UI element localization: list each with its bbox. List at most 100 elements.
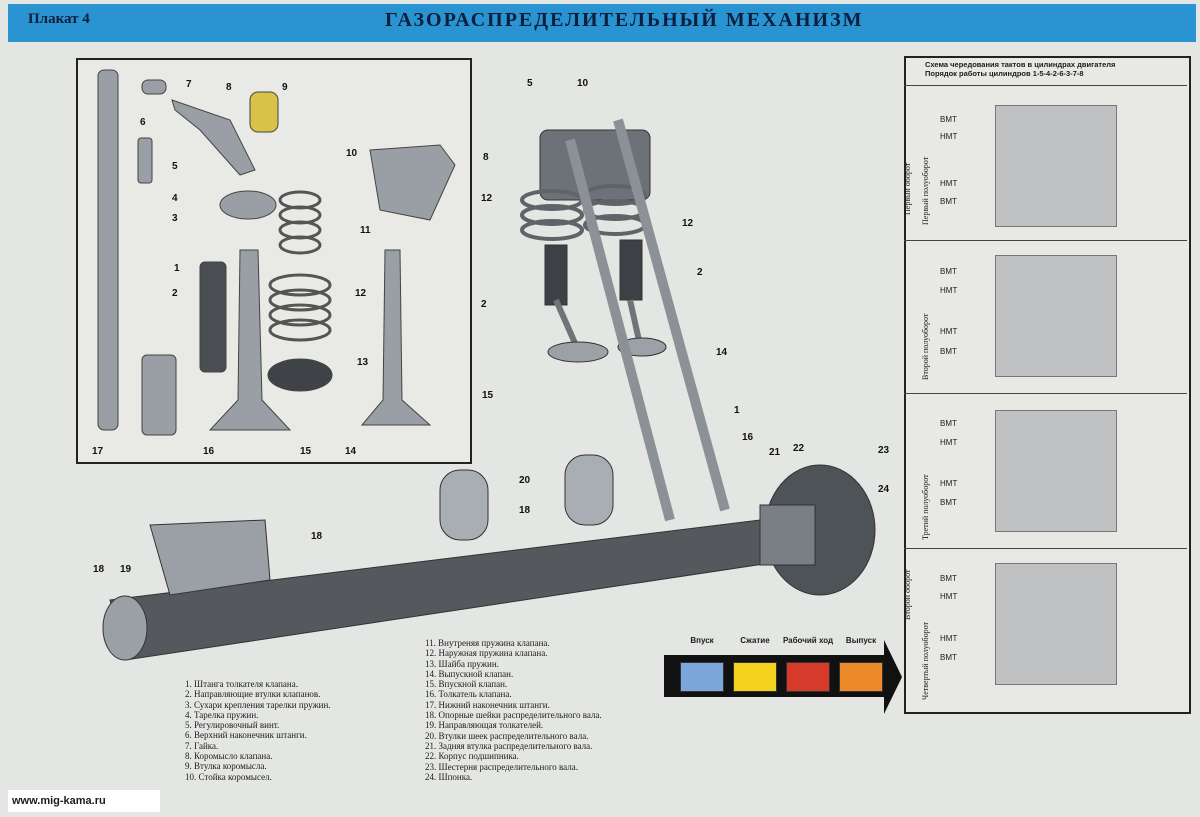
legend-item: 6. Верхний наконечник штанги.	[185, 730, 307, 741]
main-label: 18	[311, 531, 323, 542]
legend-item: 21. Задняя втулка распределительного вал…	[425, 740, 593, 751]
tdc-label: ВМТ	[940, 498, 957, 507]
legend-item: 15. Впускной клапан.	[425, 679, 508, 690]
cylinder-diagram	[995, 410, 1117, 532]
half-revolution-label: Первый полуоборот	[921, 156, 930, 225]
inset-label: 13	[357, 357, 369, 368]
valve-guide-part	[199, 261, 227, 373]
bdc-label: НМТ	[940, 479, 958, 488]
parts-legend-right: 11. Внутреняя пружина клапана. 12. Наруж…	[425, 638, 602, 782]
pushrod-right	[613, 118, 730, 512]
website-label: www.mig-kama.ru	[8, 790, 160, 812]
main-label: 18	[519, 505, 531, 516]
exhaust-valve-part	[360, 249, 432, 426]
inset-label: 15	[300, 446, 312, 457]
stroke-label-compression: Сжатие	[740, 636, 770, 645]
bushing-left	[439, 469, 489, 541]
inset-label: 17	[92, 446, 104, 457]
bdc-label: НМТ	[940, 132, 958, 141]
legend-item: 2. Направляющие втулки клапанов.	[185, 689, 321, 700]
section-divider	[904, 240, 1187, 241]
half-revolution-label: Второй полуоборот	[921, 313, 930, 380]
guide-right	[619, 239, 643, 301]
panel-title: Схема чередования тактов в цилиндрах дви…	[925, 60, 1115, 78]
inset-label: 4	[172, 193, 178, 204]
intake-valve-part	[208, 249, 292, 431]
inset-label: 3	[172, 213, 178, 224]
bearing-housing	[759, 504, 816, 566]
parts-legend-left: 1. Штанга толкателя клапана. 2. Направля…	[185, 679, 331, 782]
main-label: 22	[793, 443, 805, 454]
legend-item: 17. Нижний наконечник штанги.	[425, 699, 550, 710]
legend-item: 10. Стойка коромысел.	[185, 771, 272, 782]
spring-washer-part	[267, 358, 333, 392]
main-label: 19	[120, 564, 132, 575]
bdc-label: НМТ	[940, 179, 958, 188]
camshaft-front-journal	[102, 595, 148, 661]
pushrod-left	[565, 138, 675, 522]
inset-label: 6	[140, 117, 146, 128]
stroke-label-exhaust: Выпуск	[845, 636, 877, 645]
main-label: 2	[697, 267, 703, 278]
main-label: 16	[742, 432, 754, 443]
section-divider	[904, 393, 1187, 394]
bdc-label: НМТ	[940, 592, 958, 601]
tdc-label: ВМТ	[940, 653, 957, 662]
cylinder-diagram	[995, 105, 1117, 227]
inset-label: 1	[174, 263, 180, 274]
legend-item: 14. Выпускной клапан.	[425, 668, 514, 679]
stroke-label-intake: Впуск	[690, 636, 714, 645]
arrow-right-icon	[884, 640, 902, 714]
tappet-guide	[149, 519, 271, 596]
legend-item: 24. Шпонка.	[425, 771, 473, 782]
main-label: 2	[481, 299, 487, 310]
inset-label: 8	[226, 82, 232, 93]
rocker-stand-part	[369, 144, 456, 221]
inset-label: 10	[346, 148, 358, 159]
inset-label: 7	[186, 79, 192, 90]
tdc-label: ВМТ	[940, 419, 957, 428]
cylinder-diagram	[995, 563, 1117, 685]
poster-header	[8, 4, 1196, 42]
legend-item: 4. Тарелка пружин.	[185, 709, 259, 720]
springs-part	[268, 190, 332, 342]
cylinder-diagram	[995, 255, 1117, 377]
inset-label: 5	[172, 161, 178, 172]
legend-item: 8. Коромысло клапана.	[185, 751, 273, 762]
nut-part	[141, 79, 167, 95]
half-revolution-label: Четвертый полуоборот	[921, 621, 930, 700]
inset-parts	[97, 69, 456, 436]
inset-label: 14	[345, 446, 357, 457]
intake-valve-head	[547, 341, 609, 363]
adjust-screw-part	[137, 137, 153, 184]
guide-left	[544, 244, 568, 306]
tdc-label: ВМТ	[940, 267, 957, 276]
inset-label: 16	[203, 446, 215, 457]
main-label: 1	[734, 405, 740, 416]
bdc-label: НМТ	[940, 634, 958, 643]
revolution-label: Первый оборот	[903, 162, 912, 215]
tdc-label: ВМТ	[940, 347, 957, 356]
legend-item: 1. Штанга толкателя клапана.	[185, 679, 298, 689]
main-label: 18	[93, 564, 105, 575]
main-label: 5	[527, 78, 533, 89]
power-swatch	[786, 662, 830, 692]
legend-item: 22. Корпус подшипника.	[425, 751, 519, 762]
intake-swatch	[680, 662, 724, 692]
poster-title: ГАЗОРАСПРЕДЕЛИТЕЛЬНЫЙ МЕХАНИЗМ	[385, 9, 864, 31]
bdc-label: НМТ	[940, 286, 958, 295]
main-label: 8	[483, 152, 489, 163]
legend-item: 12. Наружная пружина клапана.	[425, 648, 548, 659]
tdc-label: ВМТ	[940, 197, 957, 206]
bushing-part	[249, 91, 279, 133]
main-mechanism	[102, 118, 876, 661]
tdc-label: ВМТ	[940, 574, 957, 583]
stroke-label-power: Рабочий ход	[782, 636, 834, 645]
bdc-label: НМТ	[940, 327, 958, 336]
bushing-right	[564, 454, 614, 526]
main-label: 20	[519, 475, 531, 486]
compression-swatch	[733, 662, 777, 692]
section-divider	[904, 85, 1187, 86]
rocker-part	[171, 99, 256, 176]
